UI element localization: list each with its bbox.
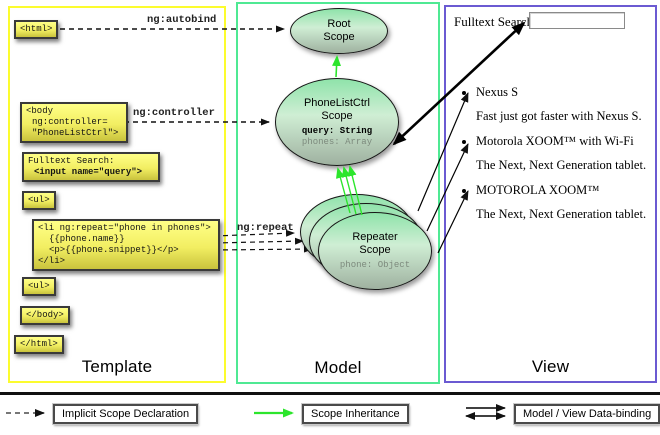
legend-scope-inheritance-label: Scope Inheritance (302, 404, 409, 424)
code-body-close: </body> (20, 306, 70, 325)
code-ul-open: <ul> (22, 191, 56, 210)
model-column: Model (236, 2, 440, 384)
code-ul-close: <ul> (22, 277, 56, 296)
phone-desc: The Next, Next Generation tablet. (476, 158, 647, 172)
list-item: MOTOROLA XOOM™ The Next, Next Generation… (476, 178, 660, 226)
code-html-open: <html> (14, 20, 59, 39)
list-item: Motorola XOOM™ with Wi-Fi The Next, Next… (476, 129, 660, 177)
phone-title: MOTOROLA XOOM™ (476, 183, 600, 197)
legend-data-binding-label: Model / View Data-binding (514, 404, 660, 424)
phone-desc: The Next, Next Generation tablet. (476, 207, 647, 221)
legend-implicit-scope-label: Implicit Scope Declaration (53, 404, 199, 424)
ng-controller-label: ng:controller (133, 107, 215, 119)
template-column-label: Template (81, 357, 153, 376)
view-phone-list: Nexus S Fast just got faster with Nexus … (462, 80, 660, 227)
root-scope-ellipse: Root Scope (290, 8, 388, 54)
ng-autobind-label: ng:autobind (147, 14, 217, 26)
legend-separator (0, 392, 660, 395)
code-li-repeat: <li ng:repeat="phone in phones">{{phone.… (32, 219, 220, 271)
view-column-label: View (531, 357, 570, 376)
repeater-scope-ellipse: Repeater Scope phone: Object (318, 212, 432, 290)
view-search-label: Fulltext Search: (454, 14, 537, 29)
ng-repeat-label: ng:repeat (237, 222, 294, 234)
view-search-input[interactable] (529, 12, 625, 29)
phone-desc: Fast just got faster with Nexus S. (476, 109, 642, 123)
code-html-close: </html> (14, 335, 64, 354)
list-item: Nexus S Fast just got faster with Nexus … (476, 80, 660, 128)
phone-title: Nexus S (476, 85, 519, 99)
model-column-label: Model (314, 358, 362, 377)
phone-title: Motorola XOOM™ with Wi-Fi (476, 134, 634, 148)
code-fulltext-search: Fulltext Search:<input name="query"> (22, 152, 160, 182)
phones-property: phones: Array (301, 136, 373, 147)
phone-property: phone: Object (339, 260, 411, 270)
query-property: query: String (301, 125, 373, 136)
phonelistctrl-scope-ellipse: PhoneListCtrl Scope query: String phones… (275, 78, 399, 166)
